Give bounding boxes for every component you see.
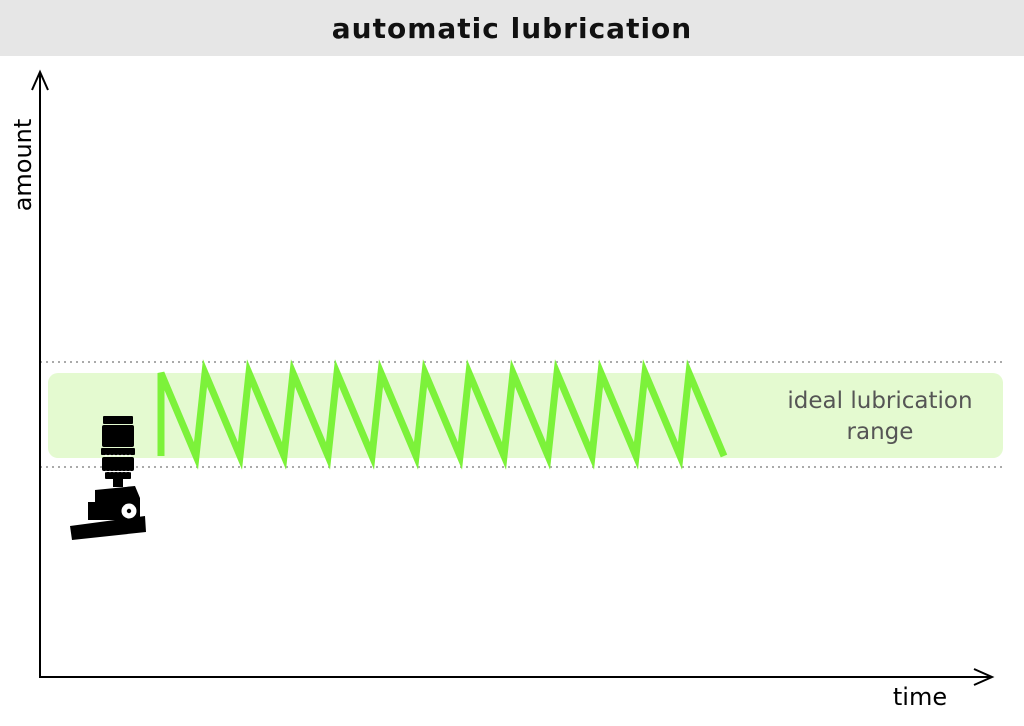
diagram-title: automatic lubrication <box>331 11 693 45</box>
x-axis-arrow <box>973 668 995 686</box>
x-axis-label: time <box>893 683 947 711</box>
lubricator-dispenser-icon <box>70 416 146 540</box>
y-axis-label: amount <box>9 119 37 212</box>
range-label-line1: ideal lubrication <box>787 388 972 414</box>
lubrication-wave <box>157 359 728 470</box>
y-axis-arrow <box>31 69 49 91</box>
dispenser-dot-rows <box>105 454 131 473</box>
title-bar: automatic lubrication <box>0 0 1024 56</box>
range-label-line2: range <box>847 419 914 445</box>
